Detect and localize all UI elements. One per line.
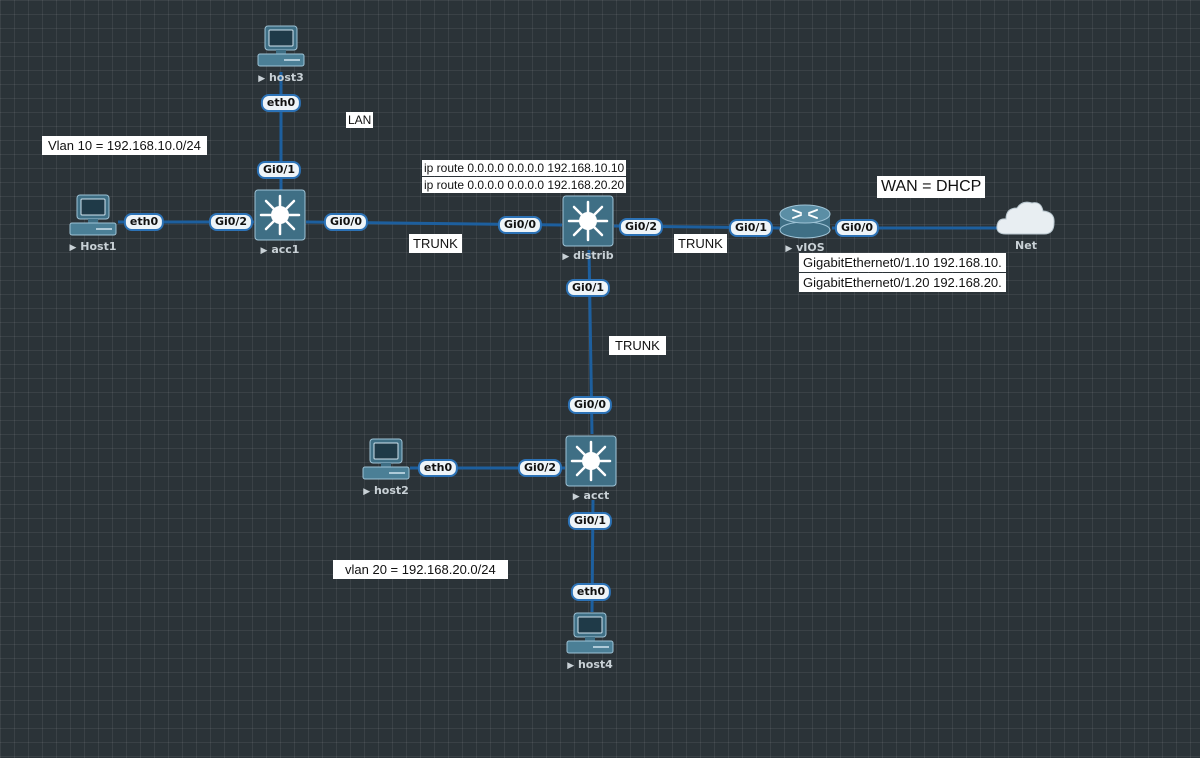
acct-label: acct <box>583 489 610 502</box>
vios-label: vIOS <box>796 241 825 254</box>
port-host3-eth0[interactable]: eth0 <box>260 94 302 112</box>
port-acct-gi02[interactable]: Gi0/2 <box>517 459 563 477</box>
port-host1-eth0[interactable]: eth0 <box>123 213 165 231</box>
switch-icon <box>562 195 614 247</box>
distrib-label: distrib <box>573 249 614 262</box>
note-trunk3[interactable]: TRUNK <box>609 336 666 355</box>
router-icon <box>779 204 831 239</box>
node-vios[interactable]: ▶ vIOS <box>765 202 845 254</box>
host3-label: host3 <box>268 71 304 84</box>
net-label: Net <box>1015 239 1037 252</box>
node-net[interactable]: Net <box>986 198 1066 252</box>
node-host4[interactable]: ▶ host4 <box>550 611 630 671</box>
pc-icon <box>69 194 117 236</box>
note-route1[interactable]: ip route 0.0.0.0 0.0.0.0 192.168.10.10 <box>422 160 627 176</box>
port-host2-eth0[interactable]: eth0 <box>417 459 459 477</box>
port-distrib-gi01[interactable]: Gi0/1 <box>565 279 611 297</box>
note-subif1[interactable]: GigabitEthernet0/1.10 192.168.10. <box>799 253 1006 272</box>
switch-icon <box>254 189 306 241</box>
node-host3[interactable]: ▶ host3 <box>241 24 321 84</box>
host2-label: host2 <box>373 484 409 497</box>
note-trunk2[interactable]: TRUNK <box>674 234 727 253</box>
port-host4-eth0[interactable]: eth0 <box>570 583 612 601</box>
node-distrib[interactable]: ▶ distrib <box>548 194 628 262</box>
port-acc1-gi01[interactable]: Gi0/1 <box>256 161 302 179</box>
port-vios-gi00[interactable]: Gi0/0 <box>834 219 880 237</box>
cloud-icon <box>996 201 1055 235</box>
node-acc1[interactable]: ▶ acc1 <box>240 188 320 256</box>
pc-icon <box>566 612 614 654</box>
port-acc1-gi00[interactable]: Gi0/0 <box>323 213 369 231</box>
note-wan[interactable]: WAN = DHCP <box>877 176 986 198</box>
note-trunk1[interactable]: TRUNK <box>409 234 462 253</box>
note-lan[interactable]: LAN <box>346 112 374 128</box>
note-vlan10[interactable]: Vlan 10 = 192.168.10.0/24 <box>42 136 207 155</box>
port-distrib-gi02[interactable]: Gi0/2 <box>618 218 664 236</box>
note-subif2[interactable]: GigabitEthernet0/1.20 192.168.20. <box>799 273 1006 292</box>
port-acc1-gi02[interactable]: Gi0/2 <box>208 213 254 231</box>
node-host2[interactable]: ▶ host2 <box>346 437 426 497</box>
port-acct-gi00[interactable]: Gi0/0 <box>567 396 613 414</box>
host4-label: host4 <box>577 658 613 671</box>
note-route2[interactable]: ip route 0.0.0.0 0.0.0.0 192.168.20.20 <box>422 177 627 193</box>
note-vlan20[interactable]: vlan 20 = 192.168.20.0/24 <box>333 560 508 579</box>
port-acct-gi01[interactable]: Gi0/1 <box>567 512 613 530</box>
node-host1[interactable]: ▶ Host1 <box>53 193 133 253</box>
pc-icon <box>362 438 410 480</box>
port-vios-gi01[interactable]: Gi0/1 <box>728 219 774 237</box>
host1-label: Host1 <box>80 240 117 253</box>
node-acct[interactable]: ▶ acct <box>551 434 631 502</box>
port-distrib-gi00[interactable]: Gi0/0 <box>497 216 543 234</box>
acc1-label: acc1 <box>271 243 300 256</box>
pc-icon <box>257 25 305 67</box>
switch-icon <box>565 435 617 487</box>
